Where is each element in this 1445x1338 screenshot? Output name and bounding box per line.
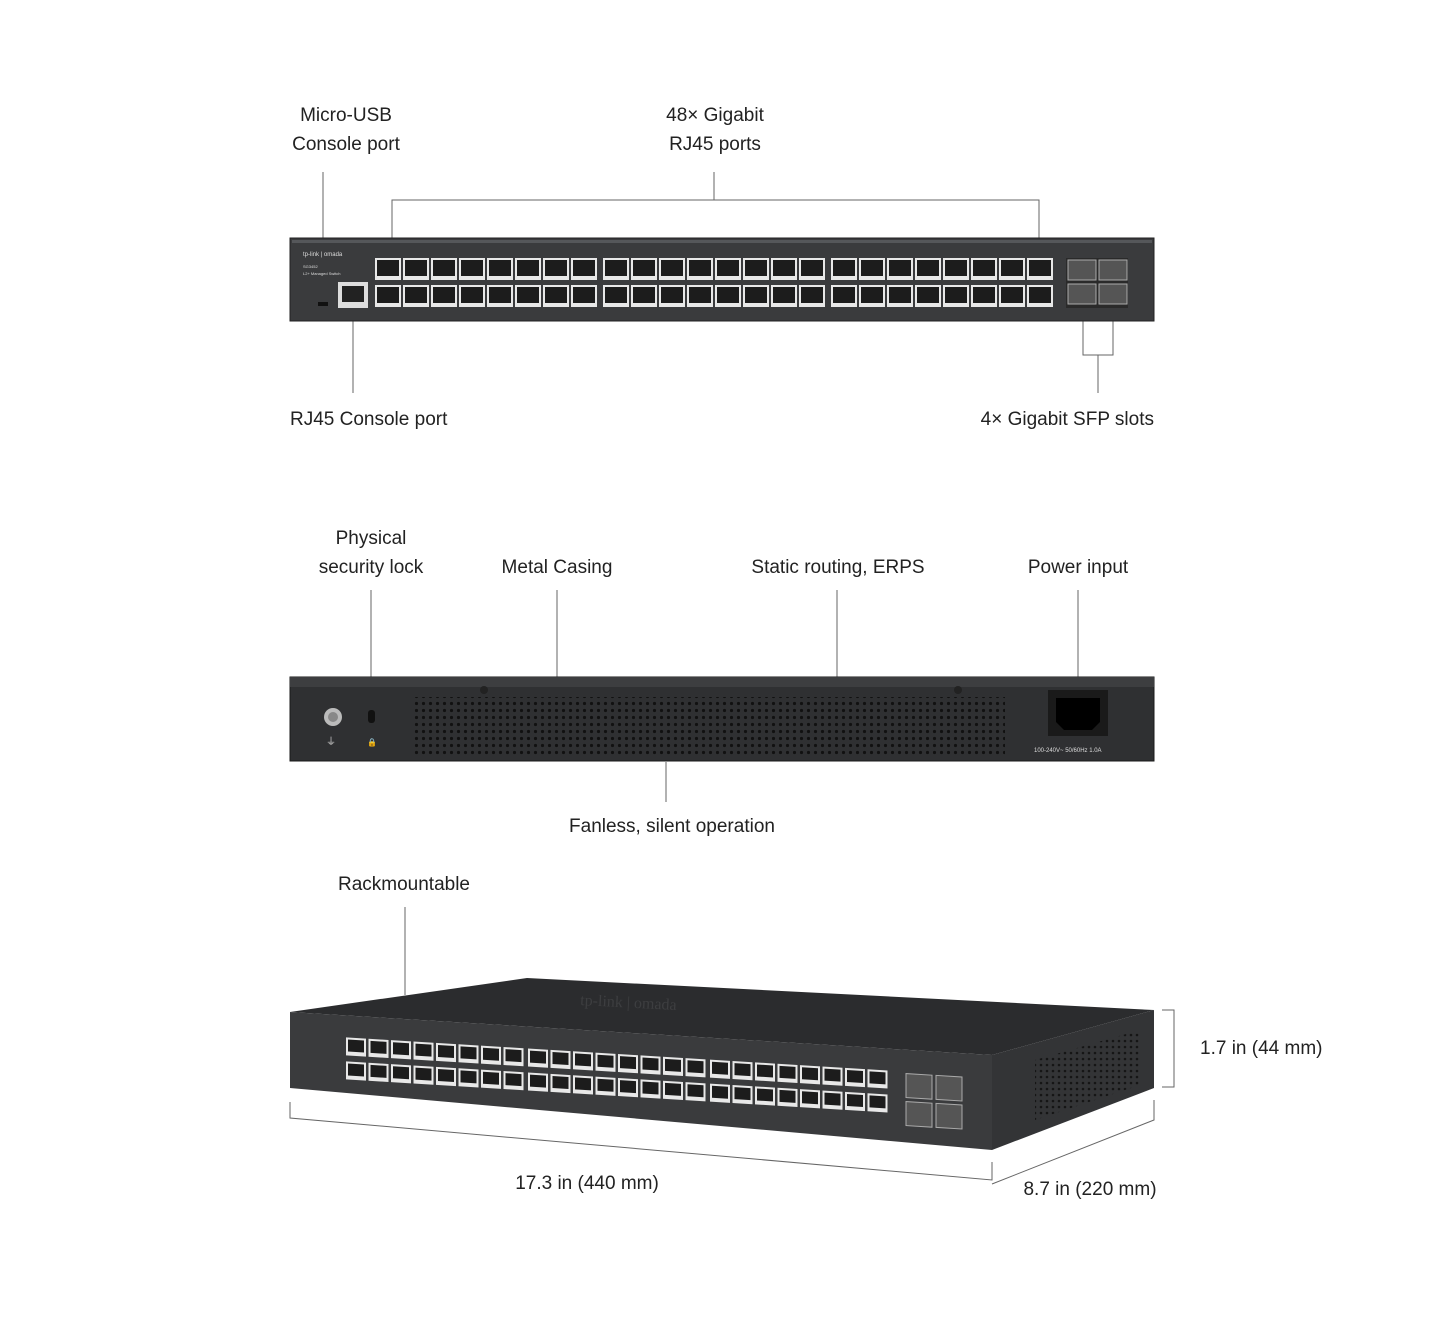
sfp-slot: [1067, 283, 1097, 305]
sfp-slot: [1098, 283, 1128, 305]
label-rj45-ports: 48× Gigabit RJ45 ports: [666, 105, 764, 155]
sfp-slot: [1098, 259, 1128, 281]
label-security-lock: Physical security lock: [318, 528, 424, 578]
sfp-slot: [1067, 259, 1097, 281]
power-rating: 100-240V~ 50/60Hz 1.0A: [1034, 748, 1102, 754]
label-sfp-slots: 4× Gigabit SFP slots: [980, 409, 1154, 430]
front-panel: tp-link | omada SG3452 L2+ Managed Switc…: [289, 237, 1155, 322]
label-depth: 8.7 in (220 mm): [1023, 1179, 1157, 1200]
micro-usb-port: [318, 302, 328, 306]
svg-text:⏚: ⏚: [326, 736, 336, 748]
brand-logo: tp-link | omada: [303, 252, 343, 258]
sfp-slot: [935, 1074, 963, 1102]
lock-icon: 🔒: [367, 738, 377, 747]
sfp-slot: [905, 1073, 933, 1100]
label-power-input: Power input: [1027, 557, 1129, 578]
label-width: 17.3 in (440 mm): [515, 1173, 659, 1194]
label-metal-casing: Metal Casing: [501, 557, 613, 578]
label-micro-usb: Micro-USB Console port: [292, 105, 400, 155]
rear-panel: ⏚ 🔒 100-240V~ 50/60Hz 1.0A: [289, 676, 1155, 762]
security-lock-slot: [368, 710, 375, 723]
label-rj45-console: RJ45 Console port: [290, 409, 448, 430]
vent-grid: [413, 697, 1005, 757]
label-height: 1.7 in (44 mm): [1200, 1038, 1323, 1059]
label-rackmountable: Rackmountable: [337, 874, 471, 895]
angle-view: tp-link | omada: [290, 978, 1154, 1150]
leader-lines: [289, 172, 1175, 1185]
svg-text:SG3452: SG3452: [303, 264, 318, 269]
sfp-slot: [905, 1101, 933, 1128]
svg-text:L2+ Managed Switch: L2+ Managed Switch: [303, 271, 340, 276]
sfp-slot: [935, 1102, 963, 1130]
top-logo: tp-link | omada: [580, 992, 677, 1014]
label-static-routing: Static routing, ERPS: [751, 557, 925, 578]
label-fanless: Fanless, silent operation: [569, 816, 775, 837]
